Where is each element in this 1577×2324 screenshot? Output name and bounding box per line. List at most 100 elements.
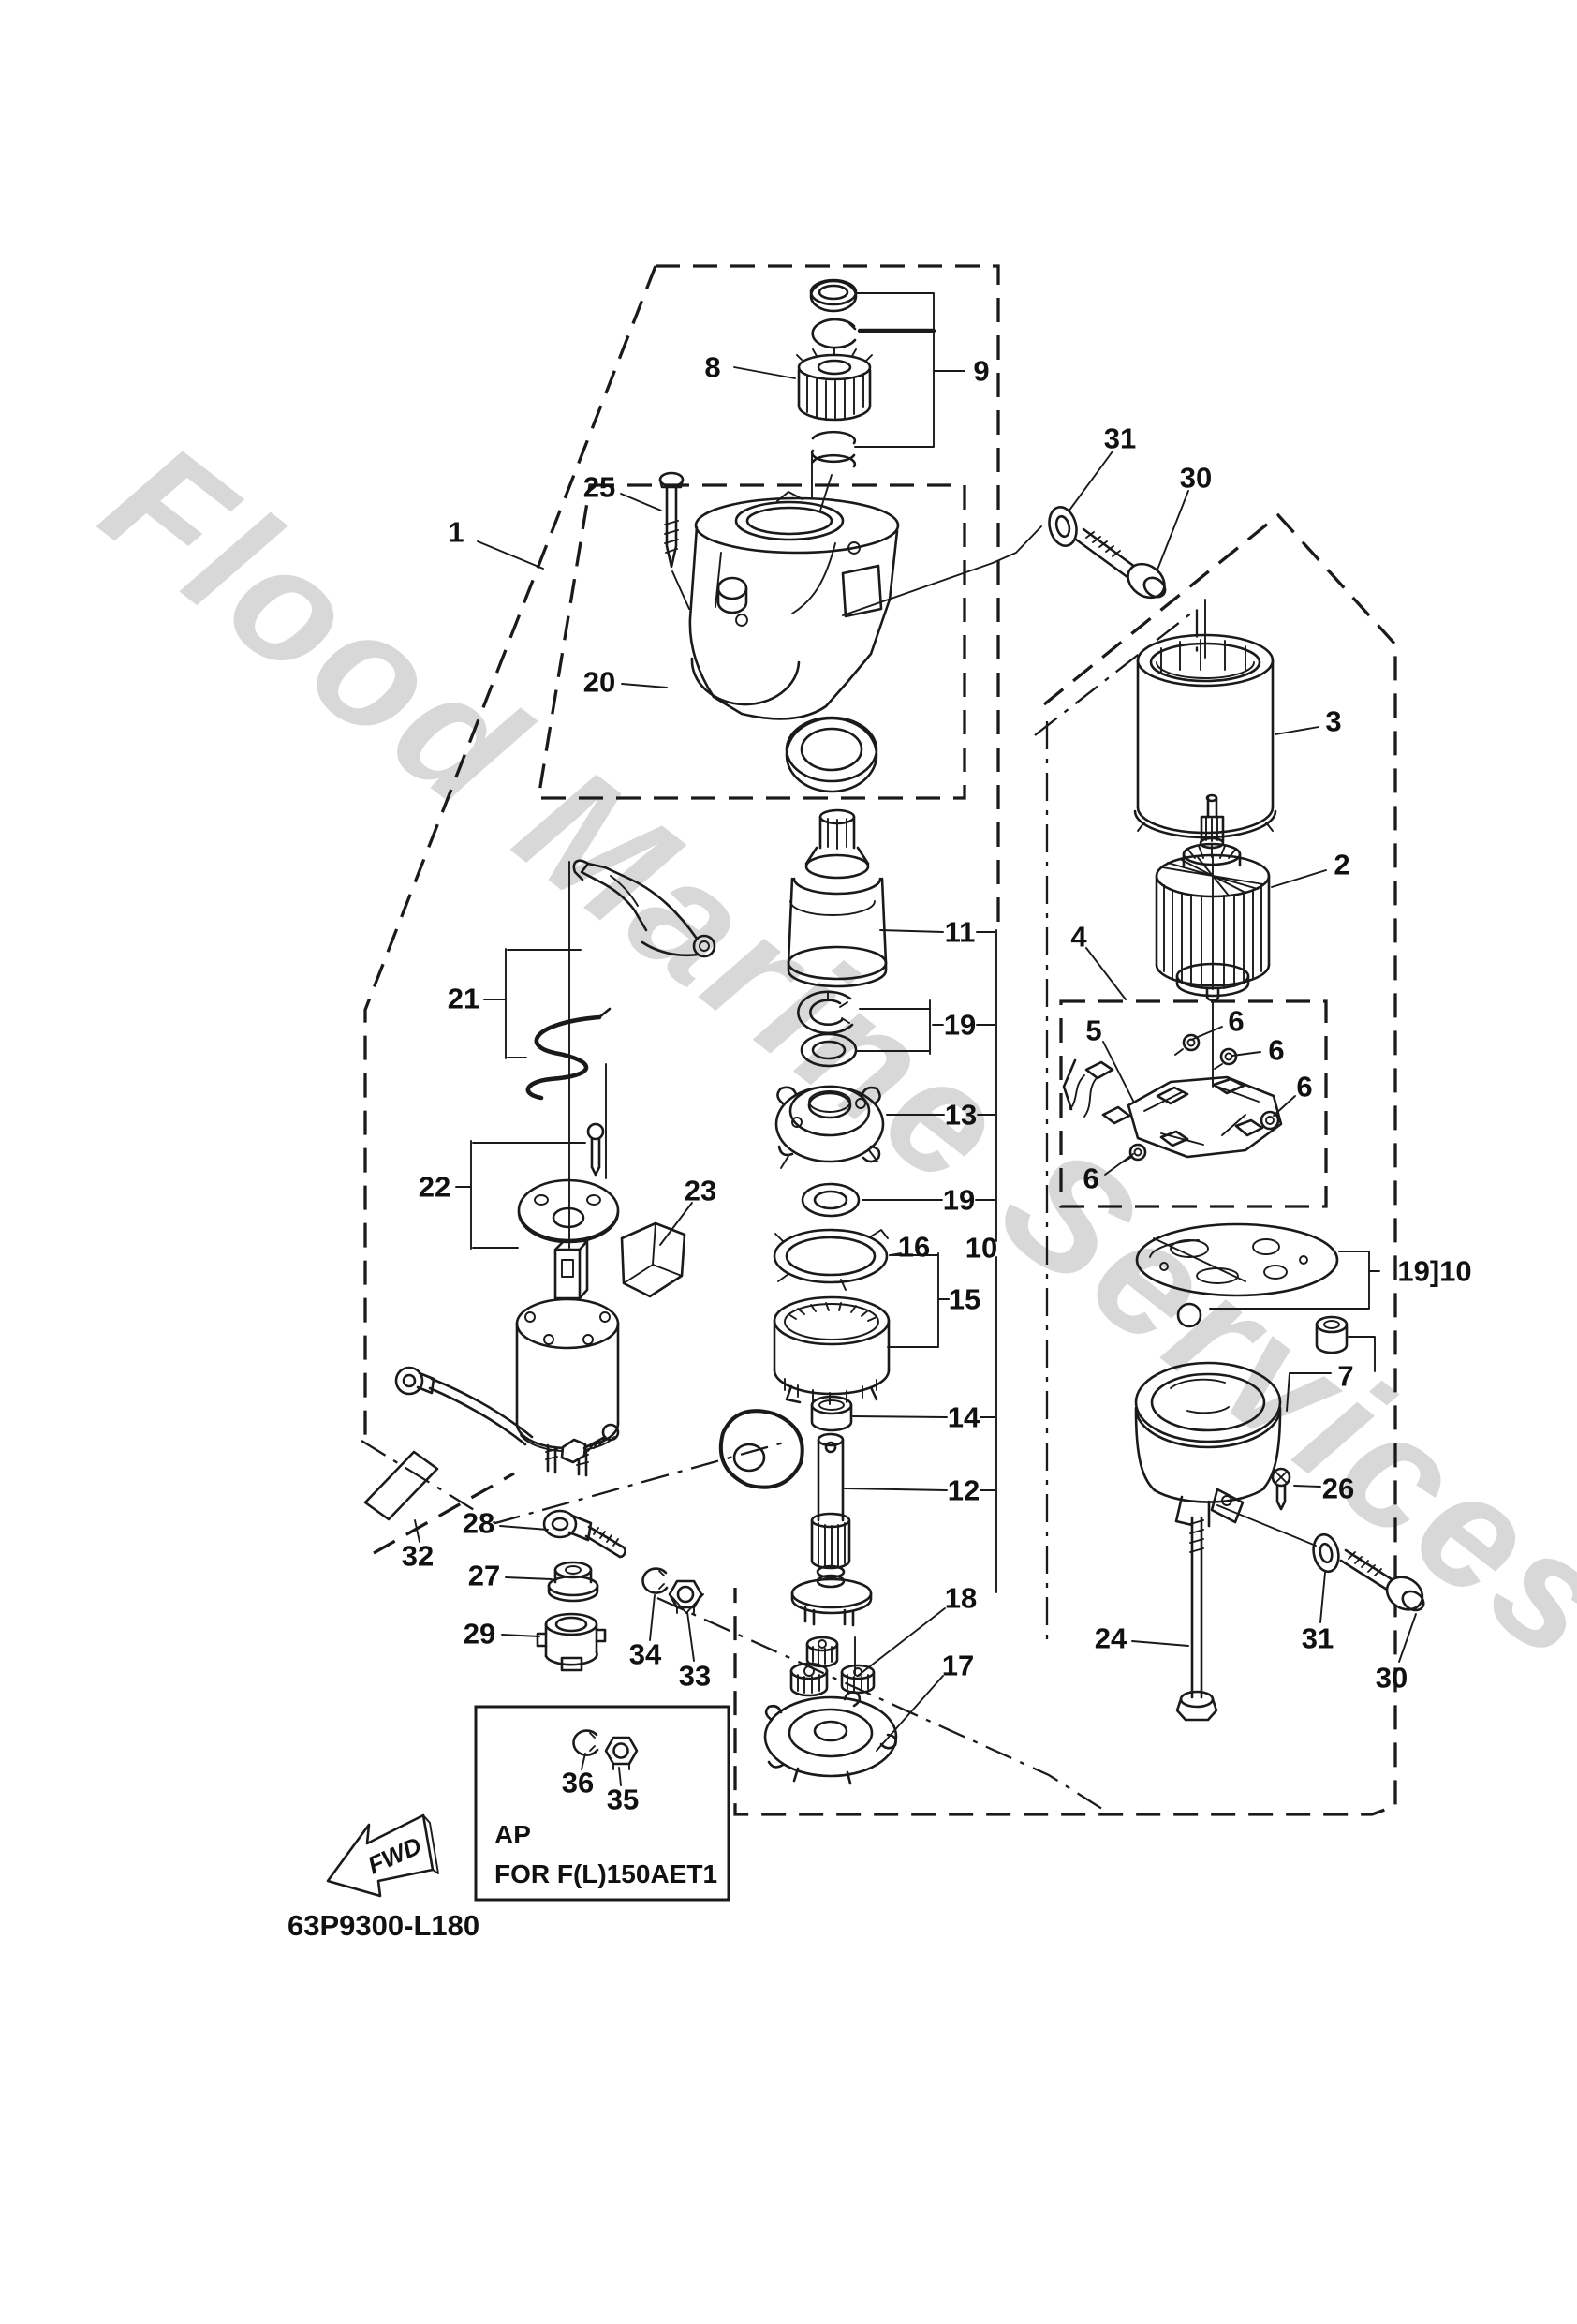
leader-line-36 bbox=[581, 1753, 586, 1770]
bolt-30-upper bbox=[1074, 527, 1167, 600]
callout-c8: 8 bbox=[704, 351, 720, 384]
callout-c25: 25 bbox=[583, 471, 615, 504]
screw-26 bbox=[1271, 1467, 1291, 1511]
leader-line-30 bbox=[1157, 490, 1189, 570]
pinion-kit bbox=[796, 278, 873, 468]
bushing-14 bbox=[810, 1395, 853, 1432]
retainer-29 bbox=[536, 1612, 607, 1672]
leader-line-26 bbox=[1293, 1485, 1321, 1488]
lever-spring bbox=[525, 1014, 602, 1101]
callout-c6c: 6 bbox=[1296, 1071, 1312, 1103]
centerline-yoke bbox=[1034, 606, 1199, 736]
leader-line-29 bbox=[501, 1634, 540, 1637]
brush-holder-assembly bbox=[1062, 1033, 1283, 1163]
callout-c34: 34 bbox=[629, 1638, 662, 1671]
yoke bbox=[1133, 633, 1277, 839]
leader-line-8 bbox=[733, 366, 796, 379]
boundary-right-region bbox=[733, 512, 1397, 1816]
note-line1: AP bbox=[494, 1820, 531, 1849]
callout-c1: 1 bbox=[448, 516, 464, 549]
leader-line-34 bbox=[649, 1594, 656, 1641]
callout-c32: 32 bbox=[402, 1540, 434, 1573]
callout-c2: 2 bbox=[1334, 849, 1349, 881]
callout-c20: 20 bbox=[583, 666, 615, 699]
callout-c6a: 6 bbox=[1228, 1005, 1244, 1038]
shift-lever bbox=[525, 859, 716, 1101]
callout-c3: 3 bbox=[1325, 705, 1341, 738]
group-boundaries bbox=[361, 264, 1397, 1816]
pinion-gear bbox=[796, 348, 873, 422]
leader-line-24 bbox=[1131, 1640, 1189, 1647]
bolt-25 bbox=[658, 471, 685, 569]
leader-line-33 bbox=[686, 1611, 695, 1662]
leader-line-12 bbox=[844, 1488, 948, 1491]
internal-gear bbox=[773, 1295, 891, 1405]
drive-shaft bbox=[790, 1432, 873, 1627]
ground-plate-group bbox=[1135, 1222, 1339, 1328]
leader-line-2 bbox=[1271, 869, 1327, 888]
leader-line-30 bbox=[1398, 1613, 1417, 1663]
through-bolt-24 bbox=[1175, 1516, 1218, 1722]
boundary-left-zigzag bbox=[373, 1472, 515, 1555]
callout-c36: 36 bbox=[562, 1767, 594, 1799]
fwd-arrow: FWD bbox=[326, 1813, 439, 1898]
callout-c5: 5 bbox=[1085, 1014, 1101, 1047]
label-plate-32 bbox=[363, 1450, 439, 1521]
callout-c10a: 10 bbox=[965, 1232, 997, 1265]
callout-c1910: 19]10 bbox=[1397, 1255, 1471, 1288]
callout-c19a: 19 bbox=[944, 1009, 976, 1042]
note-box-border bbox=[474, 1705, 730, 1902]
washer-19a bbox=[800, 1032, 858, 1068]
callout-c22: 22 bbox=[419, 1171, 450, 1204]
leader-line-32 bbox=[414, 1519, 420, 1543]
note-line2: FOR F(L)150AET1 bbox=[494, 1859, 717, 1888]
callout-c23: 23 bbox=[685, 1175, 716, 1207]
callout-c4: 4 bbox=[1070, 921, 1087, 954]
front-bearing bbox=[785, 716, 878, 793]
callout-c31a: 31 bbox=[1104, 422, 1136, 455]
leader-line-23 bbox=[659, 1202, 693, 1246]
callout-c30a: 30 bbox=[1180, 462, 1212, 495]
callout-c31b: 31 bbox=[1302, 1622, 1334, 1655]
front-bracket bbox=[688, 491, 900, 793]
rear-cover bbox=[1134, 1315, 1349, 1528]
callout-c27: 27 bbox=[468, 1560, 500, 1592]
leader-line-35 bbox=[618, 1767, 622, 1786]
boundary-top-box bbox=[656, 264, 1000, 930]
clutch-pinion bbox=[787, 808, 888, 988]
leader-line-28 bbox=[499, 1525, 549, 1531]
wedge-23 bbox=[620, 1221, 686, 1298]
terminal-bolt bbox=[560, 1423, 620, 1464]
leader-line-5 bbox=[1102, 1041, 1135, 1103]
drawing-code: 63P9300-L180 bbox=[287, 1909, 479, 1942]
leader-line-6 bbox=[1104, 1153, 1134, 1176]
boundary-left-slant bbox=[363, 265, 657, 1436]
snap-ring bbox=[811, 318, 857, 349]
callout-c16: 16 bbox=[898, 1231, 930, 1264]
callout-c15: 15 bbox=[949, 1283, 980, 1316]
leader-line-14 bbox=[852, 1415, 948, 1418]
e-clip-34 bbox=[641, 1567, 669, 1594]
nut-35 bbox=[604, 1736, 639, 1770]
planet-gears bbox=[763, 1636, 898, 1785]
nut-33 bbox=[668, 1579, 704, 1614]
leader-line-20 bbox=[621, 683, 668, 688]
brush-set-5 bbox=[1062, 1058, 1131, 1125]
callout-c24: 24 bbox=[1095, 1622, 1127, 1655]
leader-line-25 bbox=[620, 493, 662, 511]
leader-line-6 bbox=[1190, 1026, 1223, 1041]
leader-line-11 bbox=[879, 929, 944, 933]
washer-31-upper bbox=[1048, 506, 1078, 547]
washer-31-lower bbox=[1312, 1532, 1340, 1574]
spring-washer-16 bbox=[773, 1228, 889, 1291]
centerline-solenoid bbox=[361, 1440, 785, 1525]
callout-c6d: 6 bbox=[1083, 1162, 1098, 1195]
drive-cap bbox=[774, 1085, 885, 1169]
bolt-30-lower bbox=[1339, 1548, 1425, 1612]
leader-line-27 bbox=[505, 1576, 553, 1580]
leader-line-31 bbox=[1319, 1572, 1326, 1623]
brush-springs-6 bbox=[1121, 1033, 1280, 1163]
